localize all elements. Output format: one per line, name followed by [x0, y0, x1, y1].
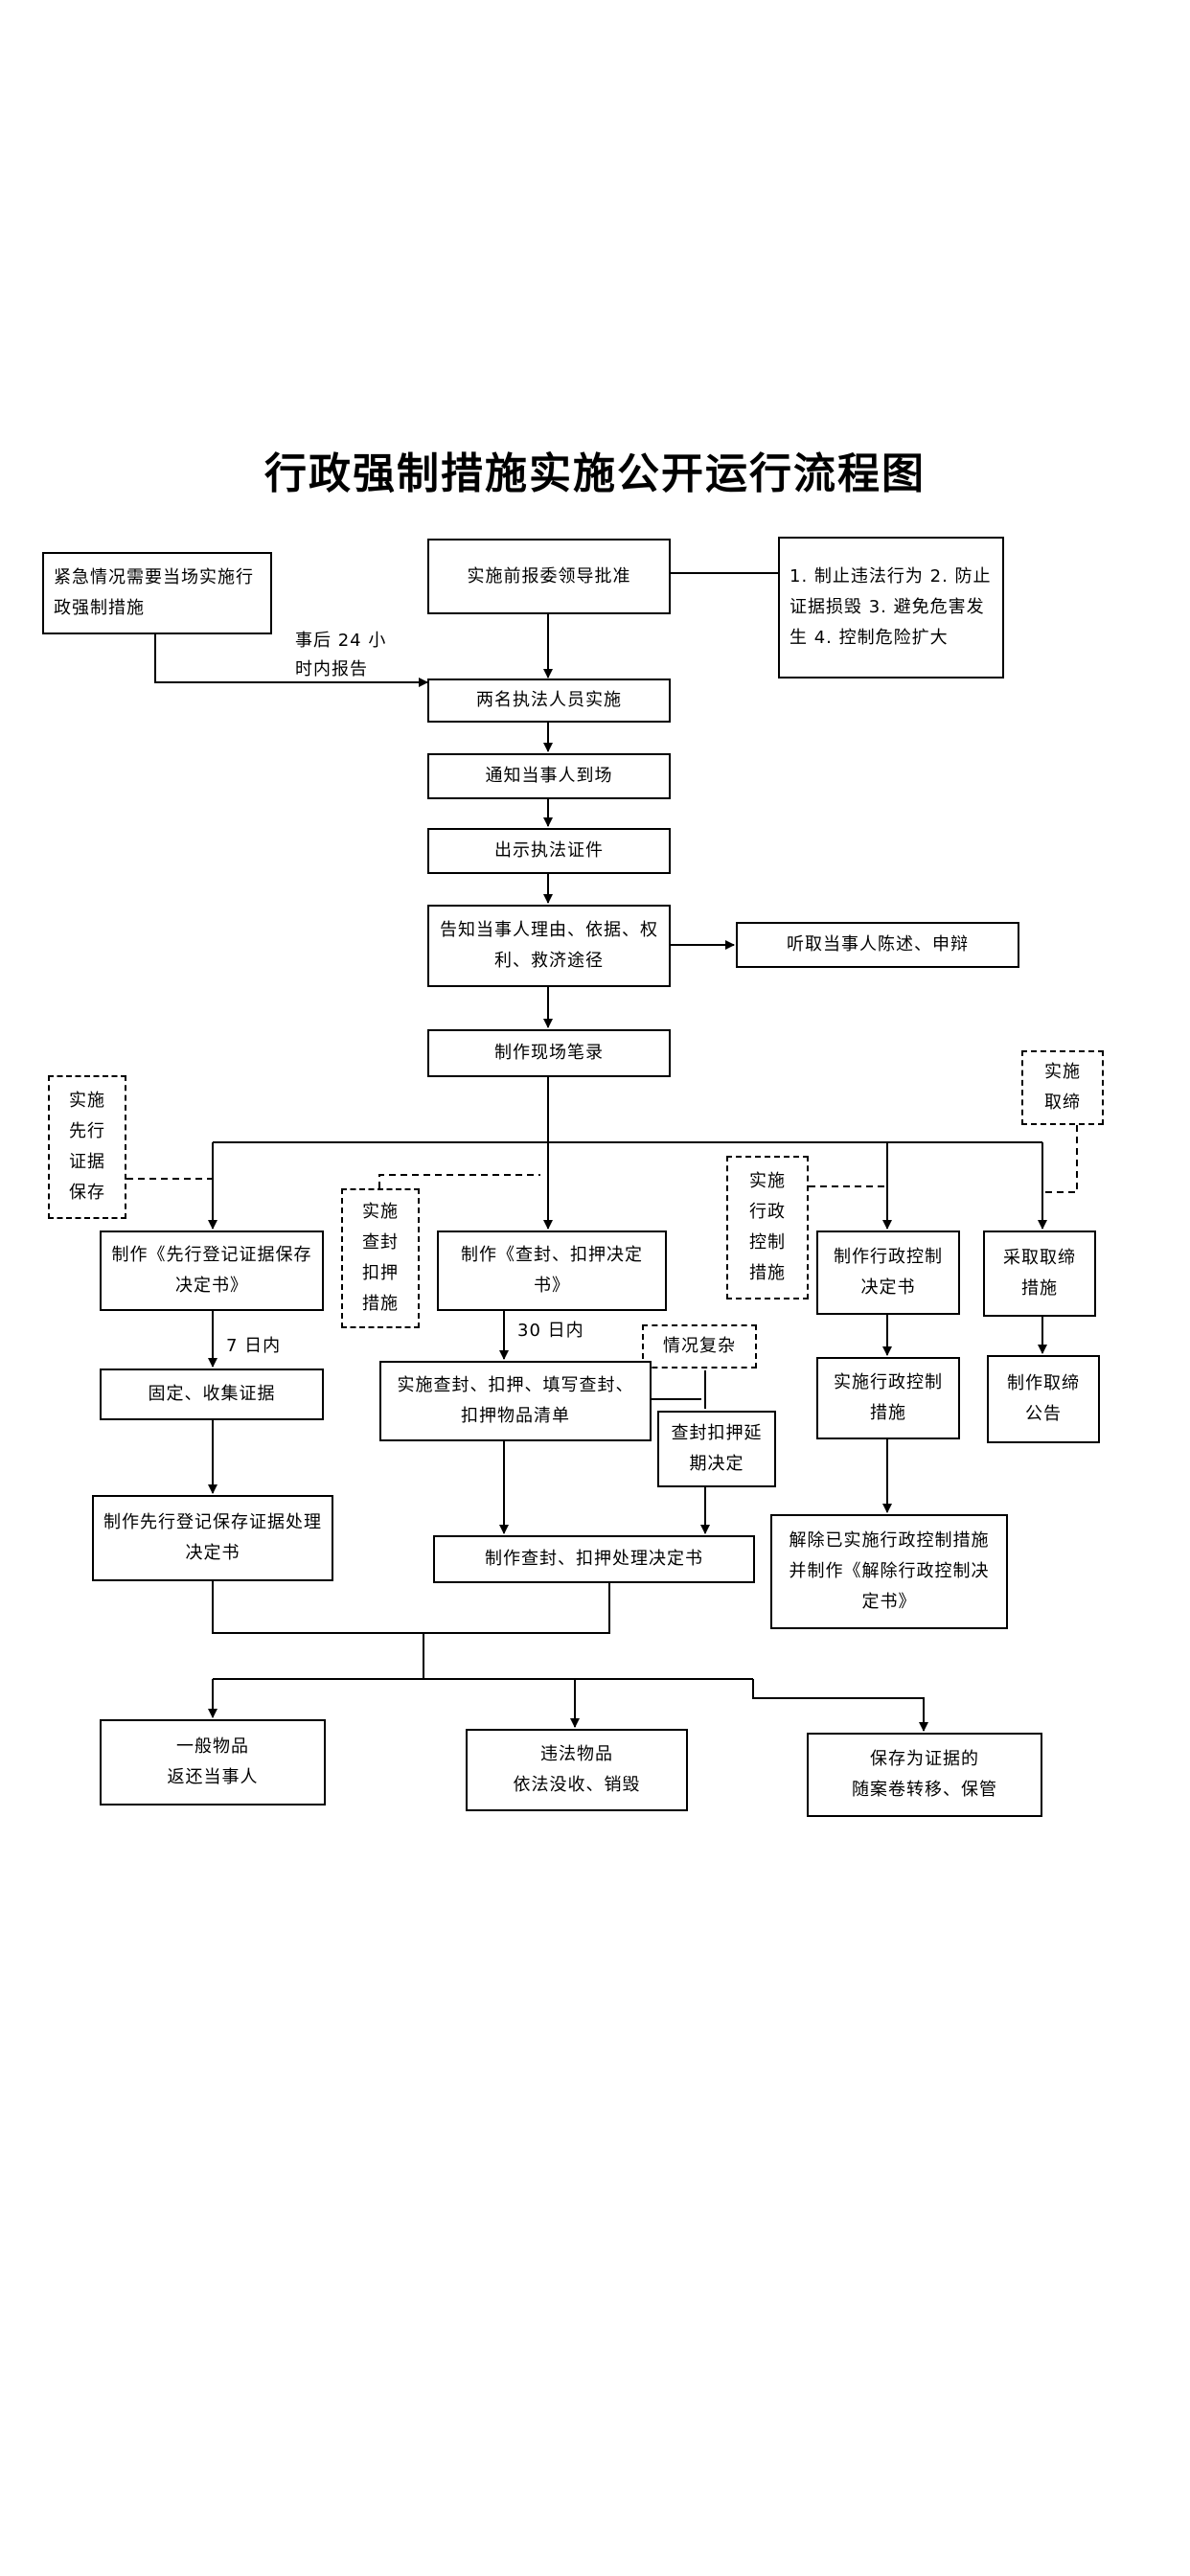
ban-notice-box: 制作取缔公告	[987, 1355, 1100, 1443]
purpose-box: 1. 制止违法行为 2. 防止证据损毁 3. 避免危害发生 4. 控制危险扩大	[778, 537, 1004, 678]
make-seal-decision-box: 制作《查封、扣押决定书》	[437, 1230, 667, 1311]
within-30-label: 30 日内	[517, 1321, 584, 1341]
execute-control-box: 实施行政控制措施	[816, 1357, 960, 1439]
evidence-items-box: 保存为证据的 随案卷转移、保管	[807, 1733, 1042, 1817]
record-box: 制作现场笔录	[427, 1029, 671, 1077]
notify-box: 通知当事人到场	[427, 753, 671, 799]
approval-box: 实施前报委领导批准	[427, 539, 671, 614]
execute-seal-box: 实施查封、扣押、填写查封、扣押物品清单	[379, 1361, 652, 1441]
general-items-box: 一般物品 返还当事人	[100, 1719, 326, 1806]
preserve-result-box: 制作先行登记保存证据处理决定书	[92, 1495, 333, 1581]
illegal-items-box: 违法物品 依法没收、销毁	[466, 1729, 688, 1811]
page-title: 行政强制措施实施公开运行流程图	[264, 449, 926, 498]
make-preserve-decision-box: 制作《先行登记证据保存决定书》	[100, 1230, 324, 1311]
fix-evidence-box: 固定、收集证据	[100, 1368, 324, 1420]
inform-box: 告知当事人理由、依据、权利、救济途径	[427, 905, 671, 987]
extend-decision-box: 查封扣押延期决定	[657, 1411, 776, 1487]
take-ban-box: 采取取缔措施	[983, 1230, 1096, 1317]
tag-seal: 实施 查封 扣押 措施	[341, 1188, 420, 1328]
emergency-box: 紧急情况需要当场实施行政强制措施	[42, 552, 272, 634]
tag-ban: 实施 取缔	[1021, 1050, 1104, 1125]
make-control-decision-box: 制作行政控制决定书	[816, 1230, 960, 1315]
two-officers-box: 两名执法人员实施	[427, 678, 671, 723]
tag-preserve: 实施 先行 证据 保存	[48, 1075, 126, 1219]
tag-admin-control: 实施 行政 控制 措施	[726, 1156, 809, 1300]
listen-box: 听取当事人陈述、申辩	[736, 922, 1019, 968]
complex-case-box: 情况复杂	[642, 1324, 757, 1368]
after-24h-label: 事后 24 小 时内报告	[295, 631, 387, 679]
within-7-label: 7 日内	[226, 1336, 282, 1356]
seal-result-box: 制作查封、扣押处理决定书	[433, 1535, 755, 1583]
show-cert-box: 出示执法证件	[427, 828, 671, 874]
lift-control-box: 解除已实施行政控制措施并制作《解除行政控制决定书》	[770, 1514, 1008, 1629]
